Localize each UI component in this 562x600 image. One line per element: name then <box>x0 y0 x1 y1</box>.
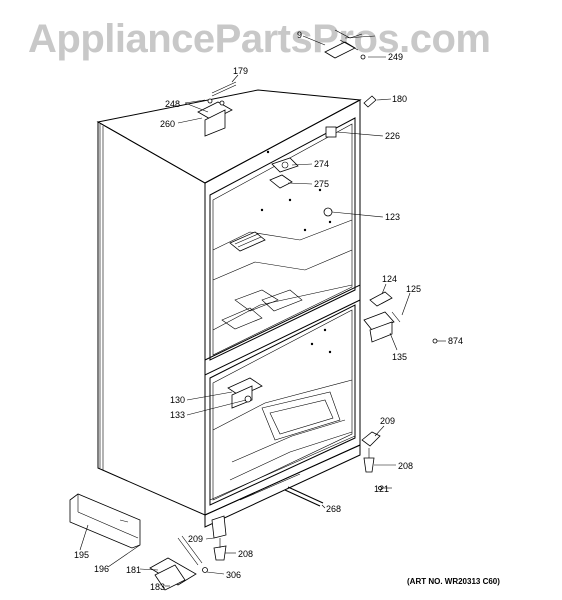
callout-133: 133 <box>170 410 185 420</box>
callout-183: 183 <box>150 582 165 592</box>
freezer-compartment <box>209 304 356 506</box>
callout-179: 179 <box>233 66 248 76</box>
callout-248: 248 <box>165 99 180 109</box>
callout-209-right: 209 <box>380 416 395 426</box>
callout-249: 249 <box>388 52 403 62</box>
part-180 <box>363 95 377 108</box>
callout-135: 135 <box>392 352 407 362</box>
part-123 <box>323 207 333 217</box>
callout-196: 196 <box>94 564 109 574</box>
callout-180: 180 <box>392 94 407 104</box>
callout-123: 123 <box>385 212 400 222</box>
part-874 <box>432 338 438 344</box>
callout-labels: 9 249 179 180 248 260 226 274 275 123 12… <box>74 30 463 592</box>
callout-208-right: 208 <box>398 461 413 471</box>
callout-306: 306 <box>226 570 241 580</box>
callout-121: 121 <box>374 484 389 494</box>
callout-9: 9 <box>297 30 302 40</box>
callout-208-left: 208 <box>238 549 253 559</box>
leader-lines <box>79 35 446 587</box>
base-grille <box>69 493 141 549</box>
callout-874: 874 <box>448 336 463 346</box>
callout-275: 275 <box>314 179 329 189</box>
air-vent <box>229 231 266 252</box>
left-lower-hinge <box>211 515 227 561</box>
right-lower-hinge <box>361 431 381 473</box>
top-hinge-right <box>324 29 376 60</box>
top-hinge-left <box>197 81 237 137</box>
callout-274: 274 <box>314 159 329 169</box>
art-number: (ART NO. WR20313 C60) <box>407 577 500 586</box>
callout-125: 125 <box>406 284 421 294</box>
callout-226: 226 <box>385 131 400 141</box>
center-hinge <box>363 291 401 343</box>
parts-274-275 <box>269 157 299 189</box>
callout-181: 181 <box>126 565 141 575</box>
part-268 <box>284 486 324 507</box>
fresh-food-compartment <box>204 117 361 376</box>
roller-assembly <box>149 535 208 591</box>
part-226 <box>325 126 337 138</box>
callout-209-left: 209 <box>188 534 203 544</box>
part-121 <box>378 486 382 490</box>
freezer-light-housing <box>227 377 263 409</box>
callout-195: 195 <box>74 550 89 560</box>
callout-130: 130 <box>170 395 185 405</box>
callout-124: 124 <box>382 274 397 284</box>
cabinet-base <box>204 435 361 528</box>
watermark: AppliancePartsPros.com <box>28 17 491 61</box>
callout-268: 268 <box>326 504 341 514</box>
callout-260: 260 <box>160 119 175 129</box>
